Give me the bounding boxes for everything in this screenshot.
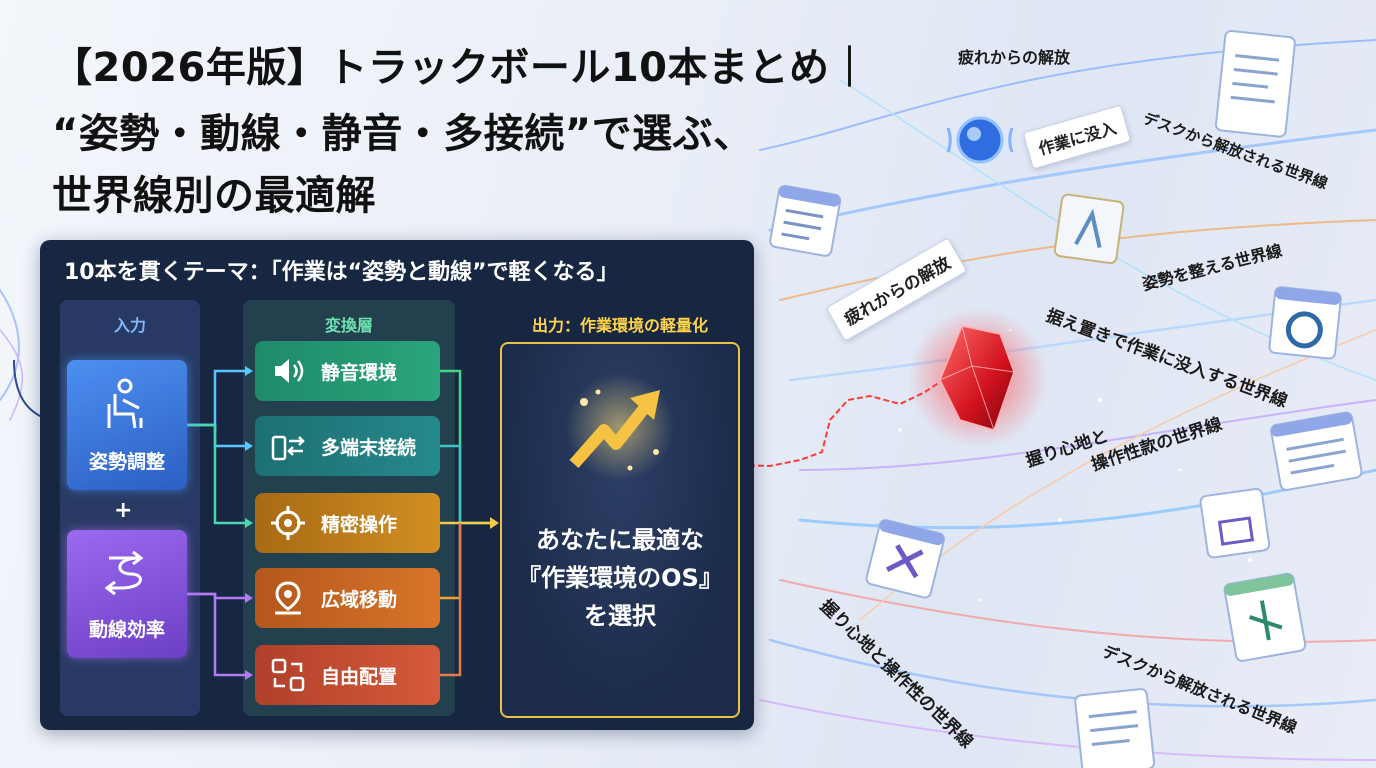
devices-icon	[271, 435, 305, 461]
settings-panel-icon	[769, 184, 842, 257]
layout-arrows-icon	[271, 658, 305, 692]
transform-card-multidevice: 多端末接続	[255, 416, 440, 476]
transform-card-quiet-label: 静音環境	[321, 362, 398, 384]
blue-orb-icon	[956, 116, 1004, 164]
flow-connectors	[187, 366, 499, 680]
input-card-posture-label: 姿勢調整	[88, 451, 165, 473]
document-card-icon	[1214, 30, 1296, 138]
page-title-line-2: “姿勢・動線・静音・多接続”で選ぶ、	[52, 111, 754, 157]
output-text-line-2: 『作業環境のOS』	[517, 564, 723, 592]
output-box: あなたに最適な 『作業環境のOS』 を選択	[500, 342, 740, 718]
output-text-line-1: あなたに最適な	[536, 526, 704, 554]
page-title-line-1: 【2026年版】トラックボール10本まとめ｜	[52, 45, 870, 91]
tools-card-icon	[865, 519, 946, 599]
document-card-icon-2	[1270, 411, 1363, 491]
transform-card-wide-movement: 広域移動	[255, 568, 440, 628]
route-arrows-icon	[105, 550, 144, 596]
input-card-motion-label: 動線効率	[88, 619, 165, 641]
input-card-posture: 姿勢調整	[67, 360, 187, 490]
document-card-icon-3	[1074, 688, 1156, 768]
rising-arrow-icon	[566, 373, 674, 481]
seated-person-icon	[107, 378, 143, 429]
transform-card-precision-label: 精密操作	[321, 514, 398, 536]
output-text-line-3: を選択	[584, 602, 656, 630]
transform-card-precision: 精密操作	[255, 493, 440, 553]
output-label: 出力：作業環境の軽量化	[531, 316, 708, 335]
transform-card-free-placement: 自由配置	[255, 645, 440, 705]
input-column-label: 入力	[113, 316, 146, 335]
compass-card-icon	[1223, 572, 1307, 662]
transform-card-free-placement-label: 自由配置	[321, 666, 398, 688]
transform-column-label: 変換層	[324, 316, 373, 335]
tool-card-icon	[1053, 193, 1125, 265]
transform-card-wide-movement-label: 広域移動	[321, 589, 398, 611]
worldline-label-top: 疲れからの解放	[958, 48, 1071, 67]
transform-card-quiet: 静音環境	[255, 341, 440, 401]
connection-line	[739, 381, 941, 468]
plus-sign: +	[114, 498, 133, 523]
crosshair-icon	[271, 506, 305, 540]
transform-card-multidevice-label: 多端末接続	[321, 437, 417, 459]
toolbox-card-icon	[1199, 487, 1271, 559]
speaker-icon	[275, 359, 304, 383]
trackball-card-icon	[1268, 286, 1342, 360]
page-title-line-3: 世界線別の最適解	[52, 173, 376, 219]
input-card-motion: 動線効率	[67, 530, 187, 658]
theme-panel: 10本を貫くテーマ：「作業は“姿勢と動線”で軽くなる」 入力 変換層 出力：作業…	[40, 240, 754, 730]
panel-title: 10本を貫くテーマ：「作業は“姿勢と動線”で軽くなる」	[64, 260, 619, 285]
location-pin-icon	[275, 581, 301, 615]
